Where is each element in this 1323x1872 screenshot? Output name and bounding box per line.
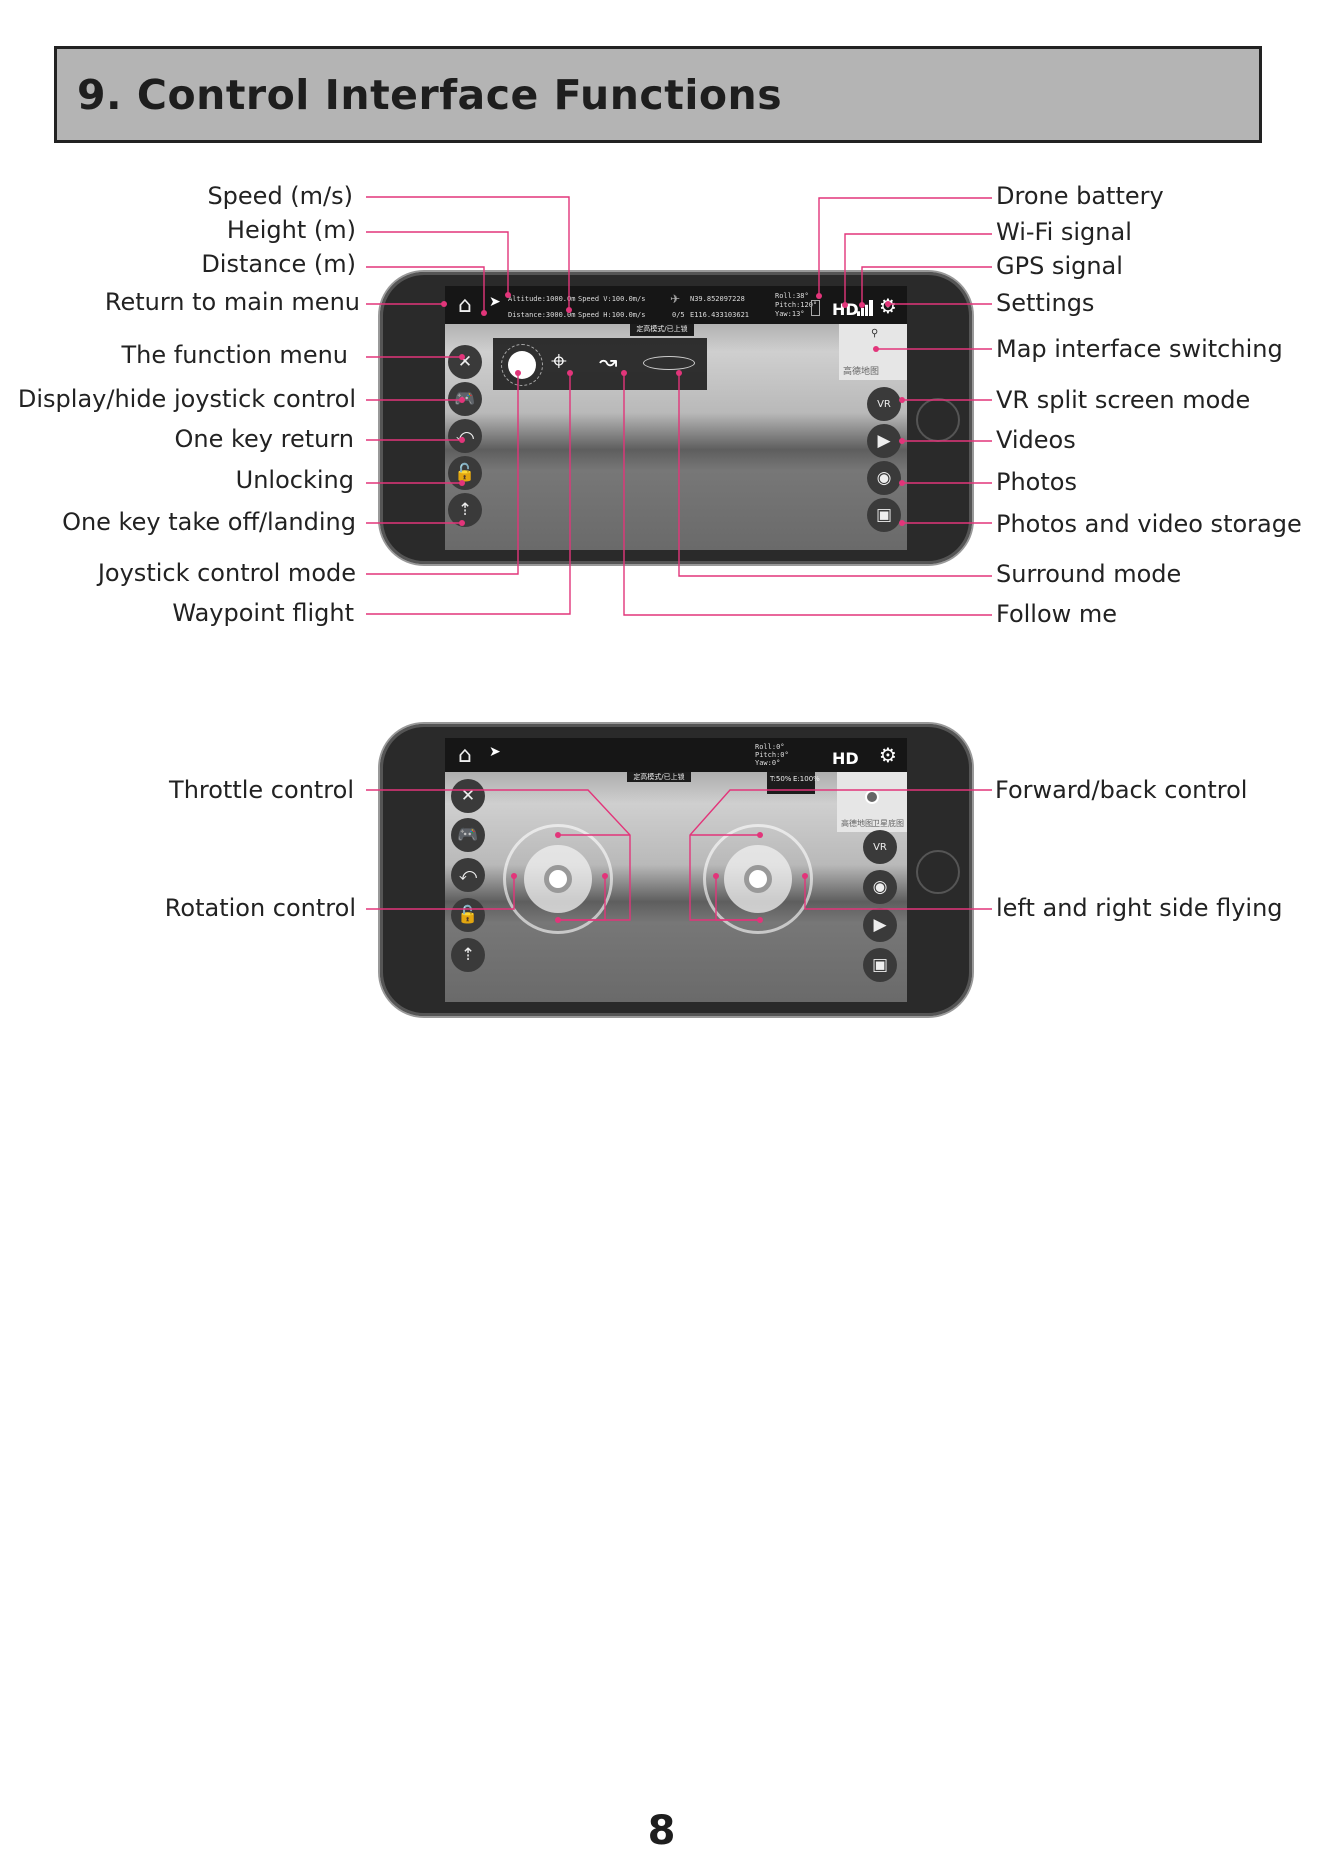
latitude-readout: N39.852097228 bbox=[690, 295, 745, 303]
phone-frame-1: Altitude:1000.0m Distance:3000.0m Speed … bbox=[380, 272, 972, 564]
label-function-menu: The function menu bbox=[121, 341, 349, 369]
label-drone-battery: Drone battery bbox=[996, 182, 1164, 210]
drone-status-icon: ✈ bbox=[670, 292, 681, 306]
surround-icon[interactable] bbox=[643, 356, 695, 370]
mode-banner-2: 定高模式/已上锁 bbox=[627, 772, 691, 782]
label-gps: GPS signal bbox=[996, 252, 1123, 280]
video-button-2[interactable]: ▶ bbox=[863, 908, 897, 942]
follow-me-icon[interactable]: ↝ bbox=[599, 350, 618, 375]
map-label-2: 高德地图 bbox=[841, 819, 873, 828]
speed-h-readout: Speed H:100.0m/s bbox=[578, 311, 646, 319]
label-videos: Videos bbox=[996, 426, 1076, 454]
pitch-readout: Pitch:120° bbox=[775, 301, 818, 309]
status-bar-2: Roll:0° Pitch:0° Yaw:0° HD ⚙ ➤ bbox=[445, 738, 907, 772]
label-waypoint: Waypoint flight bbox=[172, 599, 354, 627]
mode-banner-text-2: 定高模式/已上锁 bbox=[633, 773, 685, 781]
label-display-joystick: Display/hide joystick control bbox=[17, 385, 356, 413]
unlock-button[interactable]: 🔓 bbox=[448, 456, 482, 490]
label-settings: Settings bbox=[996, 289, 1095, 317]
map-label: 高德地图 bbox=[843, 367, 880, 377]
home-button[interactable]: ⌂ bbox=[458, 292, 472, 318]
status-bar: Altitude:1000.0m Distance:3000.0m Speed … bbox=[445, 286, 907, 324]
right-joystick[interactable] bbox=[703, 824, 813, 934]
battery-icon bbox=[811, 300, 820, 316]
left-joystick[interactable] bbox=[503, 824, 613, 934]
settings-icon-2[interactable]: ⚙ bbox=[879, 743, 897, 767]
speed-v-readout: Speed V:100.0m/s bbox=[578, 295, 646, 303]
takeoff-landing-button-2[interactable]: ⇡ bbox=[451, 938, 485, 972]
one-key-return-button-2[interactable]: ⤺ bbox=[451, 858, 485, 892]
hd-wifi-indicator: HD bbox=[832, 300, 859, 319]
yaw-readout-2: Yaw:0° bbox=[755, 759, 781, 767]
map-pin-icon: ⚲ bbox=[871, 328, 879, 339]
vr-mode-button[interactable]: VR bbox=[867, 387, 901, 421]
t-value: T:50% bbox=[770, 775, 792, 783]
photo-button[interactable]: ◉ bbox=[867, 461, 901, 495]
label-throttle: Throttle control bbox=[169, 776, 354, 804]
mode-banner: 定高模式/已上锁 bbox=[630, 324, 694, 336]
joystick-mode-icon[interactable] bbox=[501, 344, 543, 386]
app-screen-1: Altitude:1000.0m Distance:3000.0m Speed … bbox=[445, 286, 907, 550]
label-storage: Photos and video storage bbox=[996, 510, 1302, 538]
label-speed: Speed (m/s) bbox=[207, 182, 353, 210]
app-screen-2: Roll:0° Pitch:0° Yaw:0° HD ⚙ ➤ ⌂ 定高模式/已上… bbox=[445, 738, 907, 1002]
unlock-button-2[interactable]: 🔓 bbox=[451, 898, 485, 932]
label-follow: Follow me bbox=[996, 600, 1118, 628]
map-thumbnail-2[interactable]: 高德地图 卫星底图 bbox=[837, 772, 907, 832]
distance-readout: Distance:3000.0m bbox=[508, 311, 576, 319]
takeoff-landing-button[interactable]: ⇡ bbox=[448, 493, 482, 527]
e-value: E:100% bbox=[793, 775, 820, 783]
roll-readout-2: Roll:0° bbox=[755, 743, 785, 751]
label-joystick-mode: Joystick control mode bbox=[97, 559, 356, 587]
throttle-readout-panel: T:50% E:100% bbox=[767, 772, 820, 794]
map-thumbnail[interactable]: 高德地图 ⚲ bbox=[839, 324, 907, 380]
send-arrow-icon-2: ➤ bbox=[489, 744, 501, 760]
satellite-count: 0/5 bbox=[672, 311, 685, 319]
video-button[interactable]: ▶ bbox=[867, 424, 901, 458]
label-wifi: Wi-Fi signal bbox=[996, 218, 1132, 246]
hd-wifi-indicator-2: HD bbox=[832, 749, 859, 768]
left-joystick-knob[interactable] bbox=[544, 865, 572, 893]
label-distance: Distance (m) bbox=[201, 250, 356, 278]
altitude-readout: Altitude:1000.0m bbox=[508, 295, 576, 303]
gallery-button[interactable]: ▣ bbox=[867, 498, 901, 532]
label-side-flying: left and right side flying bbox=[996, 894, 1283, 922]
label-map-switch: Map interface switching bbox=[996, 335, 1283, 363]
mode-banner-text: 定高模式/已上锁 bbox=[636, 325, 688, 333]
label-unlocking: Unlocking bbox=[235, 466, 354, 494]
photo-button-2[interactable]: ◉ bbox=[863, 870, 897, 904]
waypoint-icon[interactable]: ⌖ bbox=[551, 344, 567, 377]
label-return-main: Return to main menu bbox=[104, 288, 360, 316]
label-photos: Photos bbox=[996, 468, 1077, 496]
label-forward-back: Forward/back control bbox=[995, 776, 1248, 804]
right-joystick-knob[interactable] bbox=[744, 865, 772, 893]
label-one-key-return: One key return bbox=[174, 425, 354, 453]
yaw-readout: Yaw:13° bbox=[775, 310, 805, 318]
label-takeoff-landing: One key take off/landing bbox=[62, 508, 356, 536]
label-rotation: Rotation control bbox=[164, 894, 356, 922]
roll-readout: Roll:38° bbox=[775, 292, 809, 300]
home-button-2[interactable]: ⌂ bbox=[458, 742, 472, 768]
joystick-toggle-button[interactable]: 🎮 bbox=[448, 382, 482, 416]
section-title: 9. Control Interface Functions bbox=[77, 71, 783, 119]
label-height: Height (m) bbox=[226, 216, 356, 244]
longitude-readout: E116.433103621 bbox=[690, 311, 750, 319]
home-button-hardware-2 bbox=[916, 850, 960, 894]
phone-frame-2: Roll:0° Pitch:0° Yaw:0° HD ⚙ ➤ ⌂ 定高模式/已上… bbox=[380, 724, 972, 1016]
vr-mode-button-2[interactable]: VR bbox=[863, 830, 897, 864]
label-vr: VR split screen mode bbox=[996, 386, 1251, 414]
pitch-readout-2: Pitch:0° bbox=[755, 751, 789, 759]
joystick-toggle-button-2[interactable]: 🎮 bbox=[451, 818, 485, 852]
map-location-icon bbox=[865, 790, 879, 804]
send-arrow-icon: ➤ bbox=[489, 294, 501, 310]
page-number: 8 bbox=[647, 1808, 676, 1854]
map-sub-label-2: 卫星底图 bbox=[872, 819, 904, 828]
function-menu-button-2[interactable]: ✕ bbox=[451, 779, 485, 813]
label-surround: Surround mode bbox=[996, 560, 1182, 588]
function-menu-panel: ⌖ ↝ bbox=[493, 338, 707, 390]
section-header: 9. Control Interface Functions bbox=[54, 46, 1262, 143]
gallery-button-2[interactable]: ▣ bbox=[863, 948, 897, 982]
